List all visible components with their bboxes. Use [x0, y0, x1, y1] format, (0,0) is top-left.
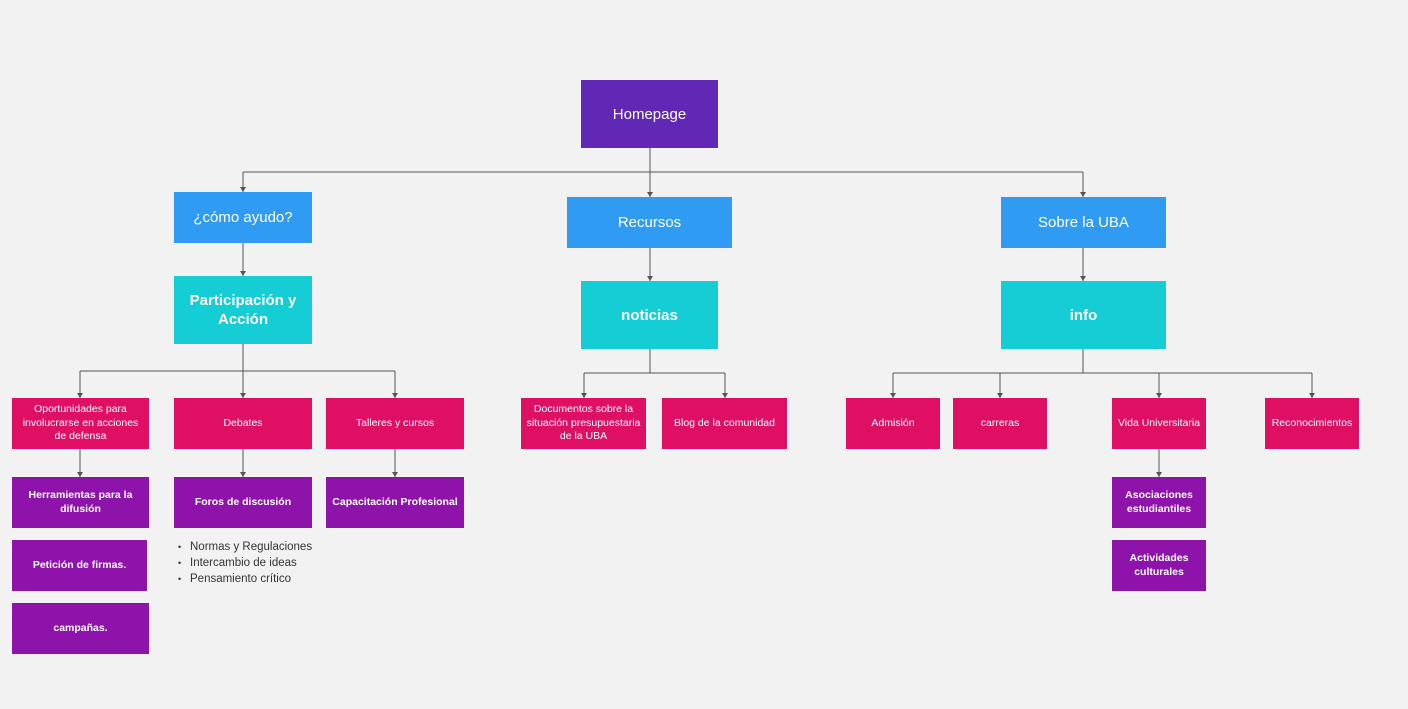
list-item: Pensamiento crítico	[176, 571, 312, 587]
node-noticias-label: noticias	[621, 306, 678, 324]
node-recursos[interactable]: Recursos	[567, 197, 732, 248]
arrowhead	[647, 192, 653, 197]
node-capacitacion-label: Capacitación Profesional	[332, 495, 458, 508]
node-admision[interactable]: Admisión	[846, 398, 940, 449]
arrowhead	[240, 187, 246, 192]
arrowhead	[240, 472, 246, 477]
node-foros-label: Foros de discusión	[194, 495, 292, 508]
node-herramientas-label: Herramientas para la difusión	[28, 489, 133, 515]
arrowhead	[1309, 393, 1315, 398]
arrowhead	[392, 472, 398, 477]
arrowhead	[240, 393, 246, 398]
arrowhead	[581, 393, 587, 398]
node-como-ayudo-label: ¿cómo ayudo?	[193, 209, 293, 226]
node-herramientas[interactable]: Herramientas para la difusión	[12, 477, 149, 528]
arrowhead	[1156, 393, 1162, 398]
node-info-label: info	[1069, 306, 1098, 324]
node-vida-universitaria-label: Vida Universitaria	[1117, 416, 1201, 429]
arrowhead	[392, 393, 398, 398]
node-debates[interactable]: Debates	[174, 398, 312, 449]
node-foros[interactable]: Foros de discusión	[174, 477, 312, 528]
node-reconocimientos-label: Reconocimientos	[1271, 416, 1353, 429]
list-item: Normas y Regulaciones	[176, 539, 312, 555]
node-sobre-uba[interactable]: Sobre la UBA	[1001, 197, 1166, 248]
node-capacitacion[interactable]: Capacitación Profesional	[326, 477, 464, 528]
node-asociaciones[interactable]: Asociaciones estudiantiles	[1112, 477, 1206, 528]
node-documentos[interactable]: Documentos sobre la situación presupuest…	[521, 398, 646, 449]
node-blog-label: Blog de la comunidad	[674, 416, 775, 429]
node-oportunidades-label: Oportunidades para involucrarse en accio…	[22, 403, 139, 443]
node-talleres[interactable]: Talleres y cursos	[326, 398, 464, 449]
foros-topics-list: Normas y Regulaciones Intercambio de ide…	[176, 539, 312, 587]
node-blog[interactable]: Blog de la comunidad	[662, 398, 787, 449]
arrowhead	[722, 393, 728, 398]
node-vida-universitaria[interactable]: Vida Universitaria	[1112, 398, 1206, 449]
node-carreras[interactable]: carreras	[953, 398, 1047, 449]
node-homepage-label: Homepage	[612, 105, 687, 123]
node-recursos-label: Recursos	[617, 214, 682, 231]
node-campanas[interactable]: campañas.	[12, 603, 149, 654]
arrowhead	[77, 472, 83, 477]
arrowhead	[997, 393, 1003, 398]
node-debates-label: Debates	[223, 416, 263, 429]
node-info[interactable]: info	[1001, 281, 1166, 349]
node-documentos-label: Documentos sobre la situación presupuest…	[526, 403, 641, 443]
node-campanas-label: campañas.	[53, 621, 108, 634]
node-participacion[interactable]: Participación y Acción	[174, 276, 312, 344]
node-carreras-label: carreras	[980, 416, 1020, 429]
node-talleres-label: Talleres y cursos	[355, 416, 435, 429]
node-como-ayudo[interactable]: ¿cómo ayudo?	[174, 192, 312, 243]
node-participacion-label: Participación y Acción	[189, 292, 297, 328]
arrowhead	[890, 393, 896, 398]
node-admision-label: Admisión	[871, 416, 915, 429]
node-reconocimientos[interactable]: Reconocimientos	[1265, 398, 1359, 449]
arrowhead	[1156, 472, 1162, 477]
arrowhead	[1080, 276, 1086, 281]
node-asociaciones-label: Asociaciones estudiantiles	[1125, 489, 1193, 515]
arrowhead	[647, 276, 653, 281]
node-peticion-label: Petición de firmas.	[32, 558, 127, 571]
node-actividades[interactable]: Actividades culturales	[1112, 540, 1206, 591]
list-item: Intercambio de ideas	[176, 555, 312, 571]
node-oportunidades[interactable]: Oportunidades para involucrarse en accio…	[12, 398, 149, 449]
node-actividades-label: Actividades culturales	[1129, 552, 1189, 578]
node-peticion[interactable]: Petición de firmas.	[12, 540, 147, 591]
node-sobre-uba-label: Sobre la UBA	[1038, 214, 1129, 231]
arrowhead	[240, 271, 246, 276]
node-homepage[interactable]: Homepage	[581, 80, 718, 148]
arrowhead	[1080, 192, 1086, 197]
node-noticias[interactable]: noticias	[581, 281, 718, 349]
arrowhead	[77, 393, 83, 398]
